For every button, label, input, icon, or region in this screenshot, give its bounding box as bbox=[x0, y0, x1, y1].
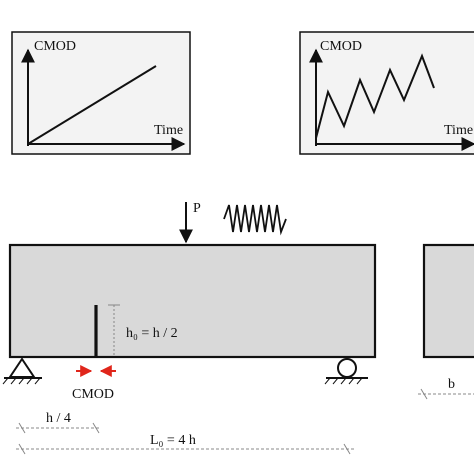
beam-specimen: h₀ = h / 2 bbox=[8, 243, 377, 359]
pin-support-hatch bbox=[2, 377, 41, 385]
pin-support-triangle bbox=[8, 357, 36, 378]
chart-left-y-label: CMOD bbox=[34, 39, 76, 54]
cmod-label: CMOD bbox=[72, 387, 114, 402]
width-label: b bbox=[448, 377, 455, 392]
beam-body bbox=[8, 243, 377, 359]
cmod-indicator: CMOD bbox=[72, 365, 116, 402]
cross-section-body bbox=[422, 243, 474, 359]
cyclic-load-wave-icon bbox=[223, 204, 287, 236]
dim-span-tick-left bbox=[18, 443, 26, 455]
pin-support bbox=[2, 357, 42, 385]
dim-span: L₀ = 4 h bbox=[16, 433, 356, 455]
chart-left-panel: CMOD Time bbox=[11, 31, 191, 155]
roller-support-circle bbox=[337, 358, 357, 378]
cross-section: b bbox=[418, 243, 474, 400]
roller-support-hatch bbox=[324, 377, 363, 385]
dim-quarter-label: h / 4 bbox=[46, 411, 71, 426]
load-arrow-group: P bbox=[179, 201, 201, 244]
chart-right-panel: CMOD Time bbox=[299, 31, 474, 155]
dim-quarter-tick-left bbox=[18, 422, 26, 434]
notch-label: h₀ = h / 2 bbox=[126, 326, 178, 341]
chart-right-y-label: CMOD bbox=[320, 39, 362, 54]
roller-support bbox=[324, 358, 368, 385]
dim-quarter-tick-right bbox=[92, 422, 100, 434]
width-dim-tick bbox=[420, 388, 428, 400]
chart-left-ramp-line bbox=[27, 65, 157, 145]
chart-left-x-label: Time bbox=[154, 123, 183, 138]
chart-left-frame bbox=[11, 31, 191, 155]
chart-right-cyclic-line bbox=[315, 53, 435, 139]
load-label: P bbox=[193, 201, 201, 216]
dim-quarter: h / 4 bbox=[16, 411, 100, 434]
dim-span-label: L₀ = 4 h bbox=[150, 433, 196, 448]
chart-right-x-label: Time bbox=[444, 123, 473, 138]
dim-span-tick-right bbox=[343, 443, 351, 455]
